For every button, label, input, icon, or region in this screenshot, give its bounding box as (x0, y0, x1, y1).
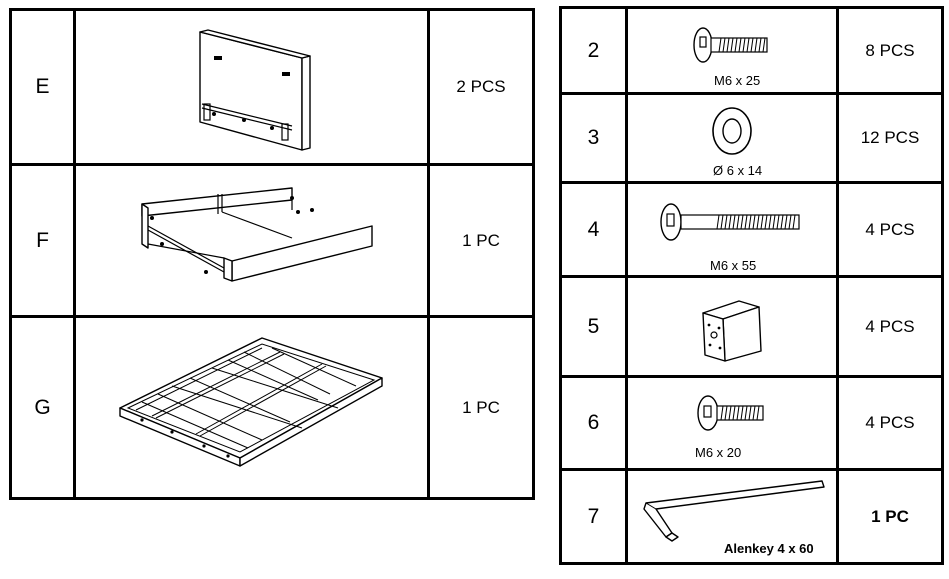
part-spec: M6 x 25 (714, 73, 761, 88)
part-row-e: E 2 PCS (9, 8, 535, 166)
part-row-4: 4 M6 x 55 4 PCS (559, 181, 944, 278)
part-row-f: F (9, 163, 535, 318)
part-id: 3 (559, 92, 628, 184)
part-quantity: 12 PCS (836, 92, 944, 184)
headboard-panel-icon (73, 8, 430, 166)
short-bolt-icon: M6 x 20 (625, 375, 839, 471)
allen-key-icon: Alenkey 4 x 60 (625, 468, 839, 565)
part-id: 2 (559, 6, 628, 95)
part-id: 6 (559, 375, 628, 471)
part-spec: Alenkey 4 x 60 (724, 541, 814, 556)
part-quantity: 4 PCS (836, 375, 944, 471)
part-spec: M6 x 20 (695, 445, 742, 460)
corner-block-icon (625, 275, 839, 378)
part-quantity: 2 PCS (427, 8, 535, 166)
long-bolt-icon: M6 x 55 (625, 181, 839, 278)
part-row-7: 7 Alenkey 4 x 60 1 PC (559, 468, 944, 565)
part-id: 4 (559, 181, 628, 278)
washer-icon: Ø 6 x 14 (625, 92, 839, 184)
part-row-5: 5 4 PCS (559, 275, 944, 378)
part-id: F (9, 163, 76, 318)
part-quantity: 1 PC (427, 315, 535, 500)
open-frame-icon (73, 163, 430, 318)
bolt-icon: M6 x 25 (625, 6, 839, 95)
part-quantity: 4 PCS (836, 275, 944, 378)
part-row-3: 3 Ø 6 x 14 12 PCS (559, 92, 944, 184)
part-row-g: G (9, 315, 535, 500)
part-quantity: 1 PC (427, 163, 535, 318)
part-quantity: 1 PC (836, 468, 944, 565)
part-quantity: 8 PCS (836, 6, 944, 95)
part-id: 5 (559, 275, 628, 378)
hardware-table: 2 M6 x 25 8 PCS 3 Ø 6 x 14 12 PCS 4 (559, 6, 944, 565)
part-spec: M6 x 55 (710, 258, 757, 273)
slatted-base-icon (73, 315, 430, 500)
part-spec: Ø 6 x 14 (713, 163, 763, 178)
large-parts-table: E 2 PCS (9, 8, 535, 500)
part-id: G (9, 315, 76, 500)
part-row-2: 2 M6 x 25 8 PCS (559, 6, 944, 95)
part-quantity: 4 PCS (836, 181, 944, 278)
part-row-6: 6 M6 x 20 4 PCS (559, 375, 944, 471)
part-id: 7 (559, 468, 628, 565)
part-id: E (9, 8, 76, 166)
